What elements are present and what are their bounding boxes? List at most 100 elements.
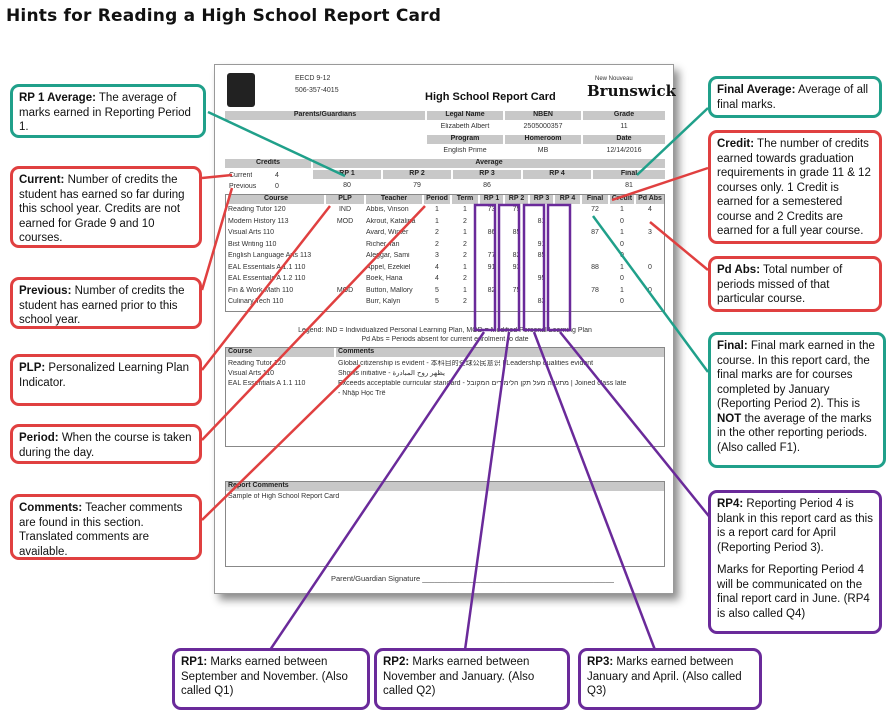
table-cell: 1 — [620, 206, 624, 213]
table-cell: 2 — [463, 252, 467, 259]
avg-col-rp1: RP 1 — [313, 170, 381, 179]
table-cell: Button, Mallory — [366, 286, 413, 294]
table-cell: Fin & Work Math 110 — [228, 286, 294, 294]
table-cell: Boek, Hana — [366, 275, 403, 282]
avg-col-rp2: RP 2 — [383, 170, 451, 179]
table-cell: 1 — [620, 263, 624, 271]
brunswick-logo: Brunswick — [587, 83, 676, 99]
table-cell: English Language Arts 113 — [228, 252, 312, 259]
table-cell: 82 — [487, 286, 496, 294]
course-col-header: RP 4 — [555, 195, 580, 204]
table-cell: 2 — [463, 275, 467, 282]
table-cell: 2 — [463, 298, 467, 305]
comment-course: Reading Tutor 120 — [228, 360, 286, 367]
table-cell: 0 — [620, 217, 624, 225]
table-cell: 3 — [648, 229, 652, 236]
table-cell: 5 — [435, 298, 439, 305]
table-cell: 3 — [435, 252, 439, 259]
table-cell: 1 — [620, 286, 624, 294]
table-cell: Abbis, Vinson — [366, 206, 409, 213]
grade: 11 — [620, 123, 628, 130]
legal-name: Elizabeth Albert — [440, 123, 490, 130]
table-cell: 0 — [620, 240, 624, 248]
course-col-header: Final — [582, 195, 608, 204]
nben: 2505000357 — [523, 123, 563, 130]
table-cell: 82 — [512, 252, 521, 259]
table-cell: 73 — [487, 206, 496, 213]
table-cell: 4 — [435, 263, 439, 271]
table-cell: 0 — [648, 286, 652, 294]
table-cell: 1 — [463, 206, 467, 213]
homeroom-header: Homeroom — [505, 135, 581, 144]
date-header: Date — [583, 135, 665, 144]
course-col-header: RP 2 — [505, 195, 528, 204]
callout-pd-abs: Pd Abs: Total number of periods missed o… — [708, 256, 882, 312]
table-cell: 87 — [591, 229, 599, 236]
table-cell: IND — [338, 206, 352, 213]
current-credits: 4 — [275, 172, 279, 179]
table-cell: 0 — [620, 298, 624, 305]
report-comments-box: Report Comments Sample of High School Re… — [225, 481, 665, 567]
callout-plp: PLP: Personalized Learning Plan Indicato… — [10, 354, 202, 406]
current-avg-rp2: 79 — [413, 182, 421, 189]
table-cell: 77 — [487, 252, 496, 259]
table-cell: Bist Writing 110 — [228, 240, 277, 248]
callout-final-average: Final Average: Average of all final mark… — [708, 76, 882, 118]
table-cell: 95 — [537, 275, 546, 282]
table-cell: Aleggar, Sami — [366, 252, 410, 259]
table-cell: 0 — [620, 275, 624, 282]
table-cell: 4 — [435, 275, 439, 282]
current-label: Current — [229, 172, 253, 179]
table-cell: Visual Arts 110 — [228, 229, 275, 236]
table-cell: 75 — [512, 206, 521, 213]
table-cell: 1 — [435, 217, 439, 225]
course-col-header: RP 1 — [480, 195, 503, 204]
current-avg-final: 81 — [625, 182, 633, 189]
report-comments-text: Sample of High School Report Card — [228, 493, 340, 500]
comment-text: - Nhập Học Trễ — [338, 390, 386, 397]
average-header: Average — [313, 159, 665, 168]
comments-col-course: Course — [226, 348, 334, 357]
table-cell: 4 — [648, 206, 652, 213]
legend-line-2: Pd Abs = Periods absent for current enro… — [361, 336, 529, 343]
table-cell: 2 — [463, 217, 467, 225]
table-cell: Appel, Ezekiel — [366, 263, 411, 271]
avg-col-rp3: RP 3 — [453, 170, 521, 179]
callout-previous: Previous: Number of credits the student … — [10, 277, 202, 329]
comment-course: Visual Arts 110 — [228, 370, 275, 377]
table-cell: Modern History 113 — [228, 217, 289, 225]
course-col-header: RP 3 — [530, 195, 553, 204]
table-cell: Avard, Winter — [366, 229, 409, 236]
course-col-header: Pd Abs — [636, 195, 664, 204]
table-cell: 1 — [463, 263, 467, 271]
table-cell: Reading Tutor 120 — [228, 206, 286, 213]
nben-header: NBEN — [505, 111, 581, 120]
parents-header: Parents/Guardians — [225, 111, 425, 120]
table-cell: 85 — [537, 252, 546, 259]
callout-rp4: RP4: Reporting Period 4 is blank in this… — [708, 490, 882, 634]
current-avg-rp3: 86 — [483, 182, 491, 189]
table-cell: 93 — [512, 263, 521, 271]
comments-col-comments: Comments — [336, 348, 664, 357]
table-cell: 91 — [487, 263, 496, 271]
table-cell: 2 — [463, 240, 467, 248]
current-avg-rp1: 80 — [343, 182, 351, 189]
homeroom: MB — [537, 147, 549, 154]
course-col-header: Term — [452, 195, 478, 204]
previous-label: Previous — [229, 183, 257, 190]
table-cell: 83 — [537, 298, 546, 305]
table-cell: 72 — [591, 206, 599, 213]
table-cell: 1 — [463, 229, 467, 236]
table-cell: 78 — [591, 286, 599, 294]
course-col-header: Teacher — [366, 195, 422, 204]
course-col-header: Credit — [610, 195, 634, 204]
table-cell: 2 — [435, 229, 439, 236]
table-cell: 81 — [537, 217, 546, 225]
table-cell: MOD — [336, 217, 354, 225]
report-comments-header: Report Comments — [226, 482, 664, 491]
callout-credit: Credit: The number of credits earned tow… — [708, 130, 882, 244]
signature-line: Parent/Guardian Signature ______________… — [331, 575, 615, 583]
comment-text: Exceeds acceptable curricular standard -… — [338, 380, 627, 387]
